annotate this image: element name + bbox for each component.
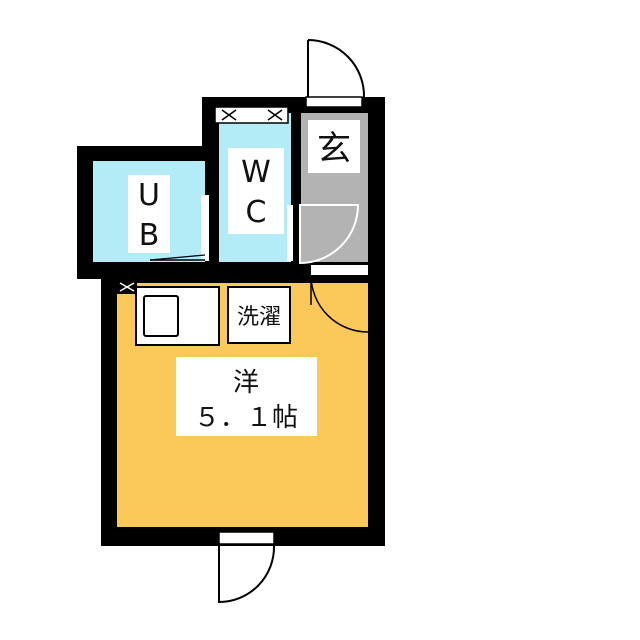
ub-label-b: B bbox=[139, 218, 160, 253]
vent-mark bbox=[117, 280, 137, 294]
entrance-label: 玄 bbox=[317, 129, 351, 169]
ub-label-plate bbox=[128, 175, 170, 253]
washer-space bbox=[227, 286, 291, 344]
balcony-door bbox=[218, 531, 276, 604]
wc-label-plate bbox=[228, 148, 284, 234]
entrance-door bbox=[305, 39, 366, 108]
western-room-label: 洋 bbox=[233, 368, 259, 398]
entrance-label-plate bbox=[308, 120, 360, 173]
ub-door bbox=[149, 195, 209, 261]
western-room-size: ５．１帖 bbox=[194, 403, 298, 433]
room-door bbox=[310, 265, 369, 333]
wc-label-c: C bbox=[246, 195, 267, 230]
toilet-window bbox=[214, 106, 289, 124]
toilet-door bbox=[287, 204, 360, 265]
kitchen-sink bbox=[135, 286, 220, 346]
wc-label-w: W bbox=[241, 155, 271, 190]
western-room-label-plate bbox=[176, 357, 317, 436]
ub-label-u: U bbox=[138, 178, 160, 213]
washer-label: 洗濯 bbox=[237, 305, 281, 330]
